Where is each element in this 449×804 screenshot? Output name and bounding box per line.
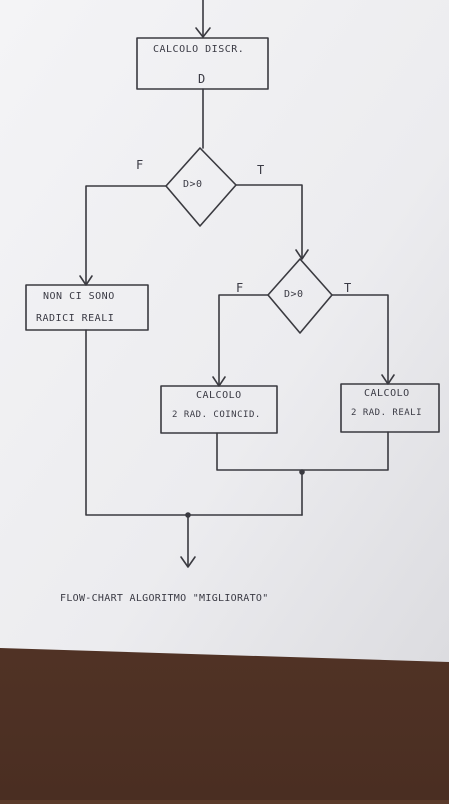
real-roots-label-line2: 2 RAD. REALI bbox=[351, 408, 423, 418]
decision1-true-label: T bbox=[257, 163, 265, 177]
decision2-true-label: T bbox=[344, 281, 352, 295]
exit-arrowhead bbox=[180, 556, 196, 568]
decision2-false-branch bbox=[218, 294, 269, 386]
real-roots-label-line1: CALCOLO bbox=[364, 388, 410, 399]
decision2-label: D>0 bbox=[284, 289, 304, 300]
paper-sheet bbox=[0, 0, 449, 662]
decision1-true-arrowhead bbox=[295, 249, 309, 260]
decision1-true-branch bbox=[235, 184, 303, 259]
flowchart-caption: FLOW-CHART ALGORITMO "MIGLIORATO" bbox=[60, 593, 269, 604]
merge-outer bbox=[85, 329, 303, 516]
decision2-false-label: F bbox=[236, 281, 244, 295]
no-roots-label-line1: NON CI SONO bbox=[43, 291, 115, 302]
decision2-true-branch bbox=[331, 294, 389, 384]
entry-arrowhead bbox=[195, 27, 211, 38]
decision1-false-branch bbox=[85, 185, 167, 285]
decision1-false-label: F bbox=[136, 158, 144, 172]
coincident-label-line2: 2 RAD. COINCID. bbox=[172, 410, 261, 420]
calc-box-variable: D bbox=[198, 72, 206, 86]
no-real-roots-box bbox=[25, 284, 149, 331]
real-roots-box bbox=[340, 383, 440, 433]
no-roots-label-line2: RADICI REALI bbox=[36, 313, 115, 324]
coincident-label-line1: CALCOLO bbox=[196, 390, 242, 401]
decision1-diamond bbox=[165, 147, 237, 227]
calc-box-label: CALCOLO DISCR. bbox=[153, 44, 245, 55]
decision1-label: D>0 bbox=[183, 179, 203, 190]
decision2-diamond bbox=[267, 258, 333, 334]
coincident-roots-box bbox=[160, 385, 278, 434]
